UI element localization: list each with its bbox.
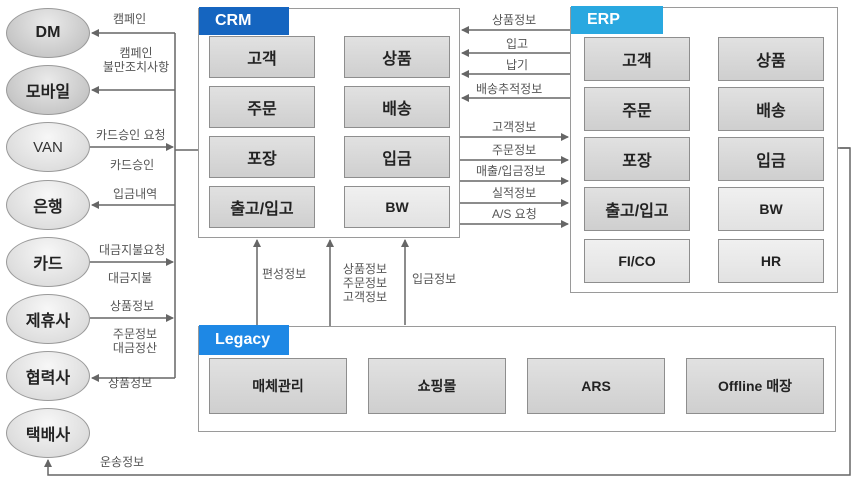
legacy-title: Legacy [199,325,289,355]
label-legacy-order-info: 주문정보 [342,276,388,290]
label-erp-crm-tracking: 배송추적정보 [476,82,543,96]
crm-module-deposit: 입금 [344,136,450,178]
legacy-module-mall: 쇼핑몰 [368,358,506,414]
erp-module-deposit: 입금 [718,137,824,181]
label-erp-crm-receiving: 입고 [506,37,529,51]
partner-card: 카드 [6,237,90,287]
crm-module-customer: 고객 [209,36,315,78]
erp-module-bw: BW [718,187,824,231]
partner-mobile: 모바일 [6,65,90,115]
partner-bank: 은행 [6,180,90,230]
erp-module-hr: HR [718,239,824,283]
partner-courier: 택배사 [6,408,90,458]
erp-module-customer: 고객 [584,37,690,81]
label-order-settlement: 주문정보 대금정산 [100,327,170,355]
label-complaint: 캠페인 불만조치사항 [96,46,176,74]
label-product-info-2: 상품정보 [108,376,153,390]
erp-title: ERP [571,6,663,34]
label-legacy-deposit-info: 입금정보 [412,272,457,286]
label-legacy-schedule: 편성정보 [262,267,307,281]
erp-module-fico: FI/CO [584,239,690,283]
crm-title: CRM [199,7,289,35]
partner-supplier: 협력사 [6,351,90,401]
label-legacy-customer-info: 고객정보 [342,290,388,304]
label-erp-crm-product-info: 상품정보 [492,13,537,27]
label-campaign: 캠페인 [113,12,147,26]
partner-van: VAN [6,122,90,172]
label-crm-erp-sales: 매출/입금정보 [476,164,546,178]
label-crm-erp-customer: 고객정보 [492,120,537,134]
label-card-approval-req: 카드승인 요청 [96,128,166,142]
label-complaint-line2: 불만조치사항 [102,60,170,74]
label-complaint-line1: 캠페인 [119,46,153,60]
crm-module-bw: BW [344,186,450,228]
label-legacy-middle: 상품정보 주문정보 고객정보 [334,262,396,304]
crm-module-product: 상품 [344,36,450,78]
partner-affiliate: 제휴사 [6,294,90,344]
crm-module-packing: 포장 [209,136,315,178]
label-card-approval: 카드승인 [110,158,155,172]
label-payment: 대금지불 [108,271,153,285]
label-erp-crm-delivery-date: 납기 [506,58,529,72]
crm-module-order: 주문 [209,86,315,128]
erp-module-packing: 포장 [584,137,690,181]
label-payment-req: 대금지불요청 [99,243,166,257]
erp-module-product: 상품 [718,37,824,81]
partner-dm: DM [6,8,90,58]
legacy-module-ars: ARS [527,358,665,414]
erp-module-order: 주문 [584,87,690,131]
label-shipping-info: 운송정보 [100,455,145,469]
label-settlement: 대금정산 [112,341,158,355]
crm-module-delivery: 배송 [344,86,450,128]
label-deposit-detail: 입금내역 [113,187,158,201]
crm-module-shipping-receiving: 출고/입고 [209,186,315,228]
legacy-module-media: 매체관리 [209,358,347,414]
erp-module-delivery: 배송 [718,87,824,131]
label-order-info: 주문정보 [112,327,158,341]
erp-module-shipping-receiving: 출고/입고 [584,187,690,231]
label-legacy-product-info: 상품정보 [342,262,388,276]
label-crm-erp-order: 주문정보 [492,143,537,157]
label-crm-erp-performance: 실적정보 [492,186,537,200]
legacy-module-offline-store: Offline 매장 [686,358,824,414]
label-crm-erp-as-request: A/S 요청 [492,207,537,221]
label-product-info-1: 상품정보 [110,299,155,313]
